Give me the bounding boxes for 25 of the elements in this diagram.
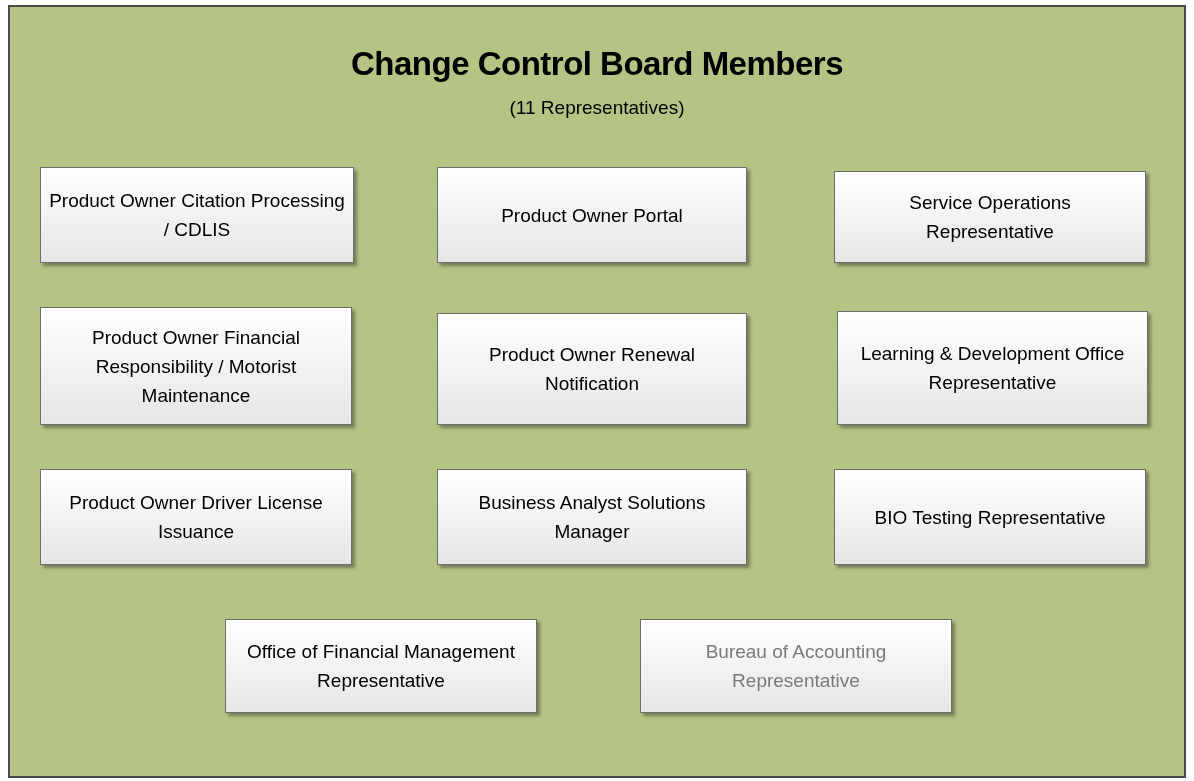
member-box	[40, 469, 352, 565]
member-role: Learning & Development Office Representative	[859, 342, 1126, 395]
member-role: Business Analyst Solutions Manager	[477, 491, 707, 544]
member-box	[640, 619, 952, 713]
member-box	[837, 311, 1148, 425]
member-role: BIO Testing Representative	[874, 505, 1106, 530]
member-box	[834, 469, 1146, 565]
member-role: Office of Financial Management Representative	[246, 640, 516, 693]
member-box	[40, 307, 352, 425]
member-role: Bureau of Accounting Representative	[704, 640, 888, 693]
member-box	[834, 171, 1146, 263]
board-title: Change Control Board Members	[349, 45, 845, 83]
member-role: Product Owner Portal	[501, 203, 683, 228]
member-role: Product Owner Driver License Issuance	[68, 491, 324, 544]
member-role: Product Owner Financial Responsibility / Motorist Maintenance	[90, 325, 301, 408]
board-panel	[8, 5, 1186, 778]
member-role: Product Owner Citation Processing / CDLIS	[49, 189, 345, 242]
member-role: Product Owner Renewal Notification	[488, 343, 696, 396]
member-role: Service Operations Representative	[908, 191, 1072, 244]
member-box	[437, 167, 747, 263]
member-box	[40, 167, 354, 263]
member-box	[437, 313, 747, 425]
board-subtitle: (11 Representatives)	[508, 97, 686, 119]
member-box	[437, 469, 747, 565]
member-box	[225, 619, 537, 713]
